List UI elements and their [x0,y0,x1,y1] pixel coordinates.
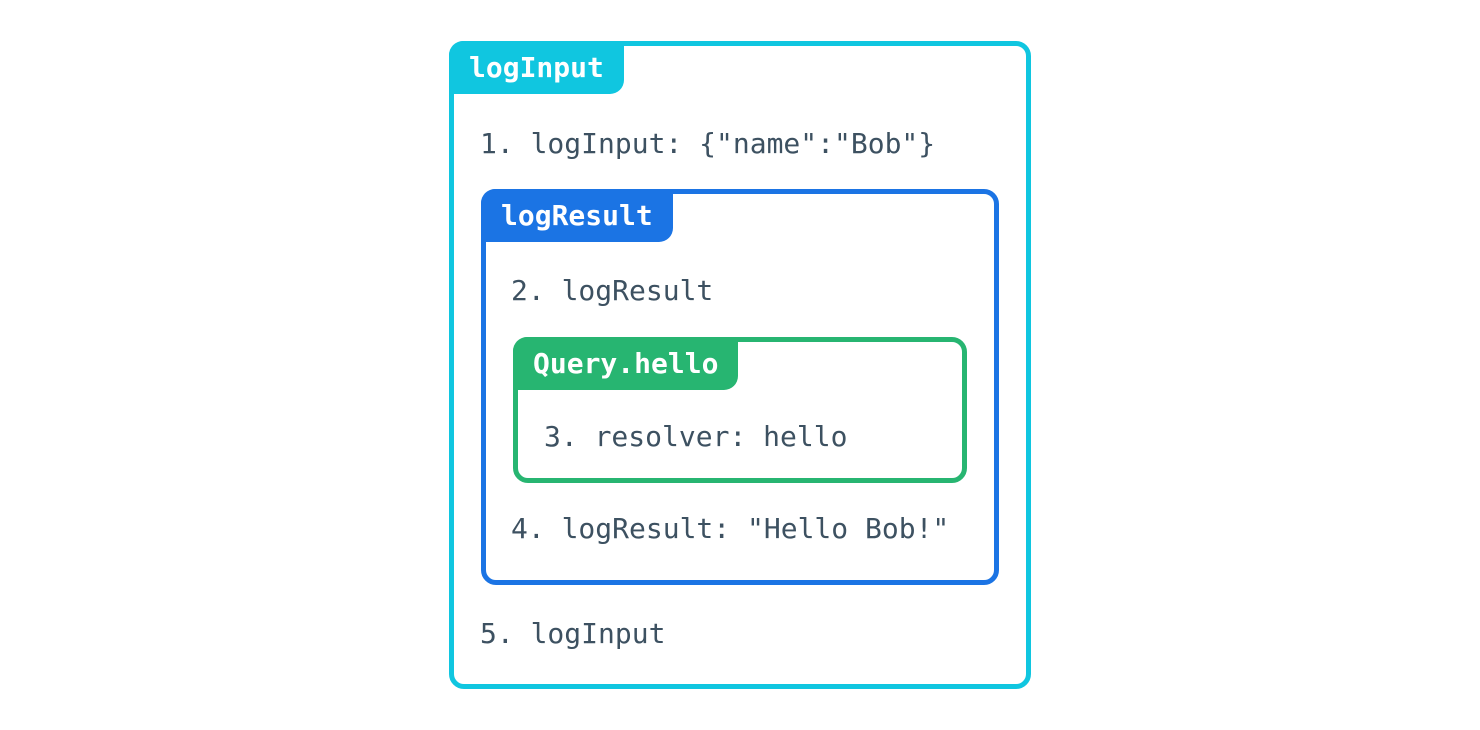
step-4-logresult-after: 4. logResult: "Hello Bob!" [511,512,950,545]
step-3-resolver: 3. resolver: hello [544,420,848,453]
query-hello-layer-label: Query.hello [513,337,739,390]
loginput-layer-label: logInput [449,41,624,94]
loginput-layer-box [449,41,1031,689]
step-5-loginput-after: 5. logInput [480,617,666,650]
step-2-logresult-before: 2. logResult [511,274,714,307]
logresult-layer-label: logResult [481,189,673,242]
query-hello-layer-box [513,337,967,483]
logresult-layer-box [481,189,999,585]
step-1-loginput-before: 1. logInput: {"name":"Bob"} [480,127,936,160]
